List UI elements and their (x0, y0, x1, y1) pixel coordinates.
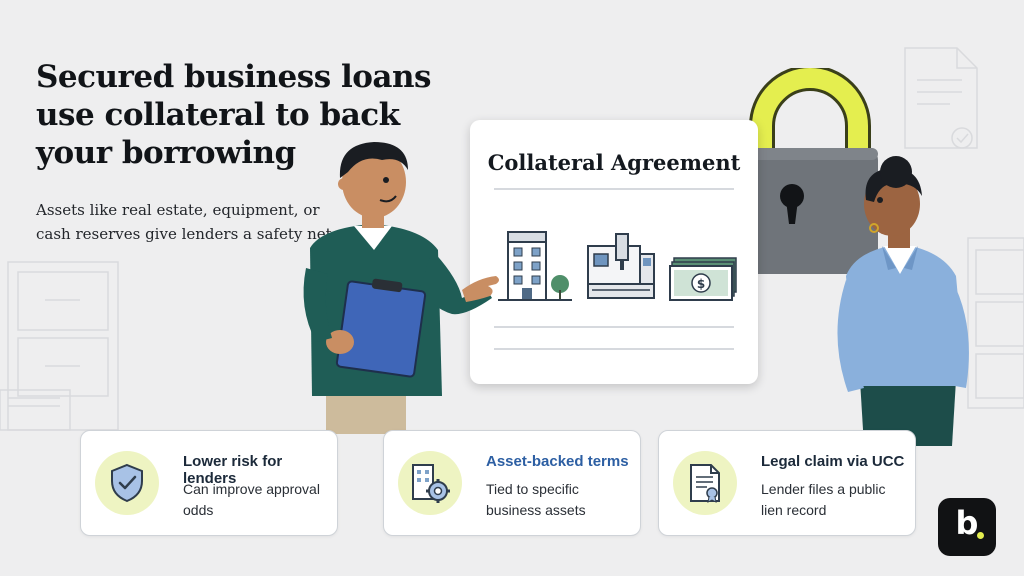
icon-circle (398, 451, 462, 515)
feature-title: Lower risk for lenders (183, 453, 283, 487)
svg-text:$: $ (697, 277, 705, 291)
feature-card-asset-backed: Asset-backed terms Tied to specific busi… (383, 430, 641, 536)
feature-description: Tied to specific business assets (486, 481, 586, 518)
building-gear-icon (412, 464, 450, 503)
building-icon (498, 231, 572, 301)
feature-card-lower-risk: Lower risk for lenders Can improve appro… (80, 430, 338, 536)
feature-card-legal-claim: Legal claim via UCC Lender files a publi… (658, 430, 916, 536)
page-headline: Secured business loans use collateral to… (36, 59, 431, 171)
shield-check-icon (111, 463, 143, 503)
collateral-agreement-card: Collateral Agreement $ (470, 120, 758, 384)
brand-logo[interactable]: b (938, 498, 996, 556)
page-subtitle: Assets like real estate, equipment, or c… (36, 201, 332, 243)
feature-description: Can improve approval odds (183, 481, 320, 518)
feature-title: Asset-backed terms (486, 453, 629, 470)
feature-description: Lender files a public lien record (761, 481, 886, 518)
feature-title: Legal claim via UCC (761, 453, 905, 470)
brand-letter: b (955, 504, 979, 542)
cash-stack-icon: $ (669, 257, 737, 301)
divider (494, 188, 734, 190)
certificate-icon (690, 464, 720, 503)
icon-circle (673, 451, 737, 515)
divider (494, 348, 734, 350)
woman-illustration (837, 156, 969, 446)
agreement-title: Collateral Agreement (487, 150, 741, 175)
divider (494, 326, 734, 328)
padlock-icon (742, 68, 878, 274)
brand-dot (977, 532, 984, 539)
icon-circle (95, 451, 159, 515)
man-with-clipboard-illustration (303, 142, 499, 434)
machine-icon (587, 233, 655, 299)
